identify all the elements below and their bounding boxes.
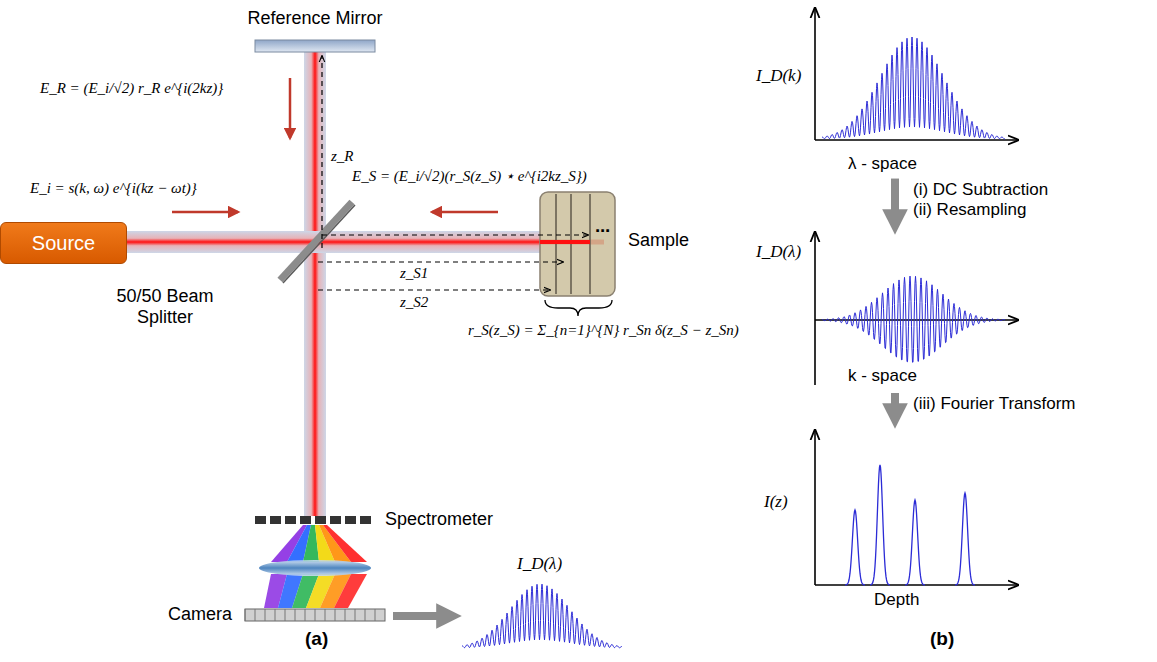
camera-pixel: [325, 609, 326, 621]
node-title: 50/50 Beam Splitter: [100, 286, 230, 327]
field-equation: E_S = (E_i/√2)(r_S(z_S) ⋆ e^{i2kz_S}): [352, 168, 587, 185]
camera-pixel: [245, 609, 246, 621]
plot-node: I_D(λ)k - space: [750, 228, 1025, 390]
depth-peak: [870, 465, 890, 585]
sample-block: [540, 192, 615, 296]
source-beam: [125, 231, 540, 253]
node-title: I(z): [764, 492, 788, 512]
node-title: I_D(λ): [517, 554, 562, 574]
reference-beam: [304, 52, 326, 516]
sample-node: Sample: [538, 190, 698, 300]
camera-pixel: [295, 609, 296, 621]
reference-mirror: [255, 40, 375, 52]
spectrometer-grating: [255, 516, 375, 524]
interferogram: [822, 276, 1005, 362]
beam-splitter-node: 50/50 Beam Splitter: [100, 286, 250, 336]
step-label: (i) DC Subtraction (ii) Resampling: [913, 180, 1065, 221]
node-title: Camera: [168, 604, 232, 625]
plot-node: I_D(k) λ - space: [750, 8, 1025, 176]
camera-pixel: [275, 609, 276, 621]
beam-splitter-edge: [283, 205, 355, 283]
camera-pixel: [315, 609, 316, 621]
plot-node: I(z) Depth: [750, 422, 1025, 616]
camera-pixel: [285, 609, 286, 621]
node-title: Spectrometer: [385, 509, 493, 530]
camera-pixel: [265, 609, 266, 621]
figure-part: [289, 78, 292, 138]
node-title: I_D(λ): [756, 242, 801, 262]
camera-pixel: [255, 609, 256, 621]
ellipsis-mark: ⋯: [595, 222, 610, 239]
figure-part: [318, 289, 550, 290]
node-title: Reference Mirror: [230, 8, 400, 29]
distance-label: z_S2: [400, 294, 428, 311]
beam-splitter-plate: [280, 202, 352, 280]
path-length-lines: [318, 56, 588, 290]
reflectivity-equation: r_S(z_S) = Σ_{n=1}^{N} r_Sn δ(z_S − z_Sn…: [468, 322, 739, 339]
panel-label: (a): [305, 628, 328, 650]
node-title: Sample: [628, 230, 689, 251]
figure-part: [321, 56, 322, 248]
spectrum-band: [334, 574, 367, 608]
figure-part: [814, 8, 816, 140]
camera-pixel: [345, 609, 346, 621]
plot-node: I_D(λ): [455, 550, 630, 655]
field-equation: E_i = s(k, ω) e^{i(kz − ωt)}: [30, 180, 197, 197]
field-equation: E_R = (E_i/√2) r_R e^{i(2kz)}: [40, 80, 223, 97]
step-label: (iii) Fourier Transform: [913, 394, 1065, 414]
process-arrow: [393, 612, 449, 620]
depth-peak: [955, 493, 975, 585]
figure-part: [318, 261, 563, 262]
figure-part: [172, 211, 238, 214]
spectrum-band: [323, 525, 367, 562]
camera-sensor-array: [245, 609, 385, 621]
figure-part: [814, 430, 816, 585]
depth-peak: [905, 500, 925, 585]
interferogram-traces: [462, 37, 1005, 648]
camera-pixel: [305, 609, 306, 621]
sample-brace: [545, 300, 612, 316]
focusing-lens: [259, 560, 371, 576]
source-box: Source: [0, 222, 127, 264]
process-arrow: [891, 393, 899, 416]
plot-axes: [815, 8, 1018, 585]
camera-pixel: [355, 609, 356, 621]
camera-pixel: [365, 609, 366, 621]
camera-pixel: [375, 609, 376, 621]
camera-pixel: [335, 609, 336, 621]
reference-mirror-node: Reference Mirror: [230, 8, 402, 56]
node-title: Source: [32, 232, 95, 255]
figure-part: [322, 234, 588, 235]
distance-label: z_S1: [400, 265, 428, 282]
process-arrow: [891, 179, 899, 222]
sample-beam-core: [540, 240, 590, 244]
camera-node: Camera: [160, 602, 390, 630]
figure-part: [432, 211, 498, 214]
distance-label: z_R: [331, 148, 354, 165]
camera-body: [245, 609, 385, 621]
figure-part: [815, 139, 1018, 141]
interferogram: [462, 584, 622, 648]
axis-label: Depth: [874, 590, 919, 610]
axis-label: λ - space: [848, 154, 917, 174]
figure-part: [814, 232, 816, 385]
interferogram: [822, 37, 1005, 139]
axis-label: k - space: [848, 366, 917, 386]
depth-peak: [845, 510, 865, 585]
field-arrows: [172, 78, 498, 212]
panel-label: (b): [930, 628, 954, 650]
node-title: I_D(k): [756, 66, 801, 86]
spectrometer-node: Spectrometer: [250, 508, 510, 534]
